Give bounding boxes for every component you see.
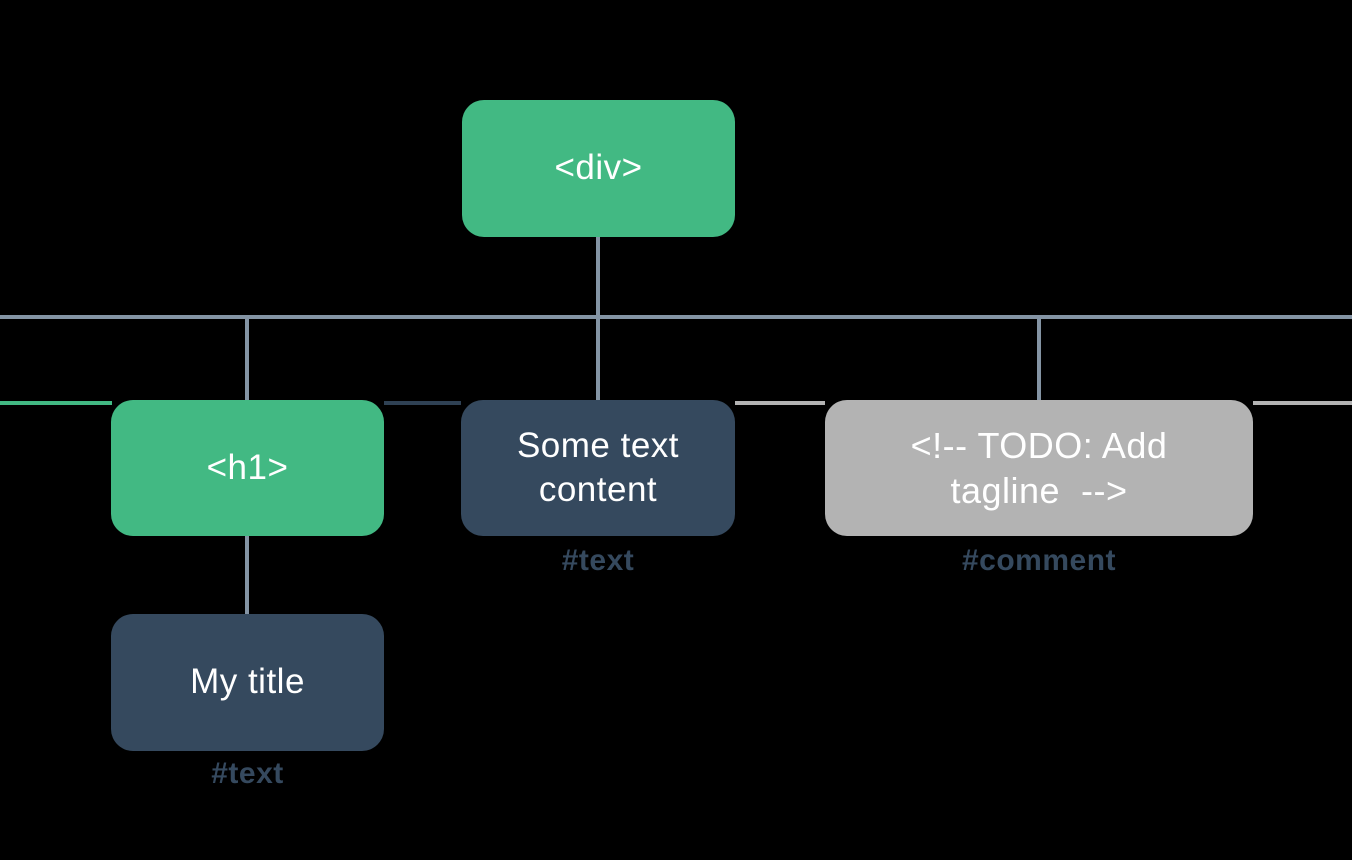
edge-crossbar-to-text	[596, 319, 600, 401]
node-text-content: Some text content	[461, 400, 735, 536]
edge-crossbar-to-comment	[1037, 319, 1041, 401]
row-line-segment-gray	[735, 401, 825, 405]
type-label-comment: #comment	[961, 544, 1117, 577]
node-text-content-label: Some text content	[516, 425, 680, 509]
edge-root-to-crossbar	[596, 237, 600, 315]
node-comment: <!-- TODO: Add tagline -->	[825, 400, 1253, 536]
edge-h1-to-title	[245, 536, 249, 614]
node-div-element: <div>	[462, 100, 735, 237]
type-label-text: #text	[561, 544, 635, 577]
node-h1-label: <h1>	[206, 447, 289, 487]
node-div-label: <div>	[554, 148, 643, 188]
node-comment-label: <!-- TODO: Add tagline -->	[910, 424, 1178, 511]
row-line-segment-navy	[384, 401, 461, 405]
row-line-segment-green	[0, 401, 112, 405]
node-h1-element: <h1>	[111, 400, 384, 536]
edge-crossbar-to-h1	[245, 319, 249, 401]
row-line-segment-gray-end	[1253, 401, 1352, 405]
type-label-title-text: #text	[211, 757, 284, 790]
crossbar-line	[0, 315, 1352, 319]
node-my-title: My title	[111, 614, 384, 751]
node-my-title-label: My title	[190, 662, 305, 702]
